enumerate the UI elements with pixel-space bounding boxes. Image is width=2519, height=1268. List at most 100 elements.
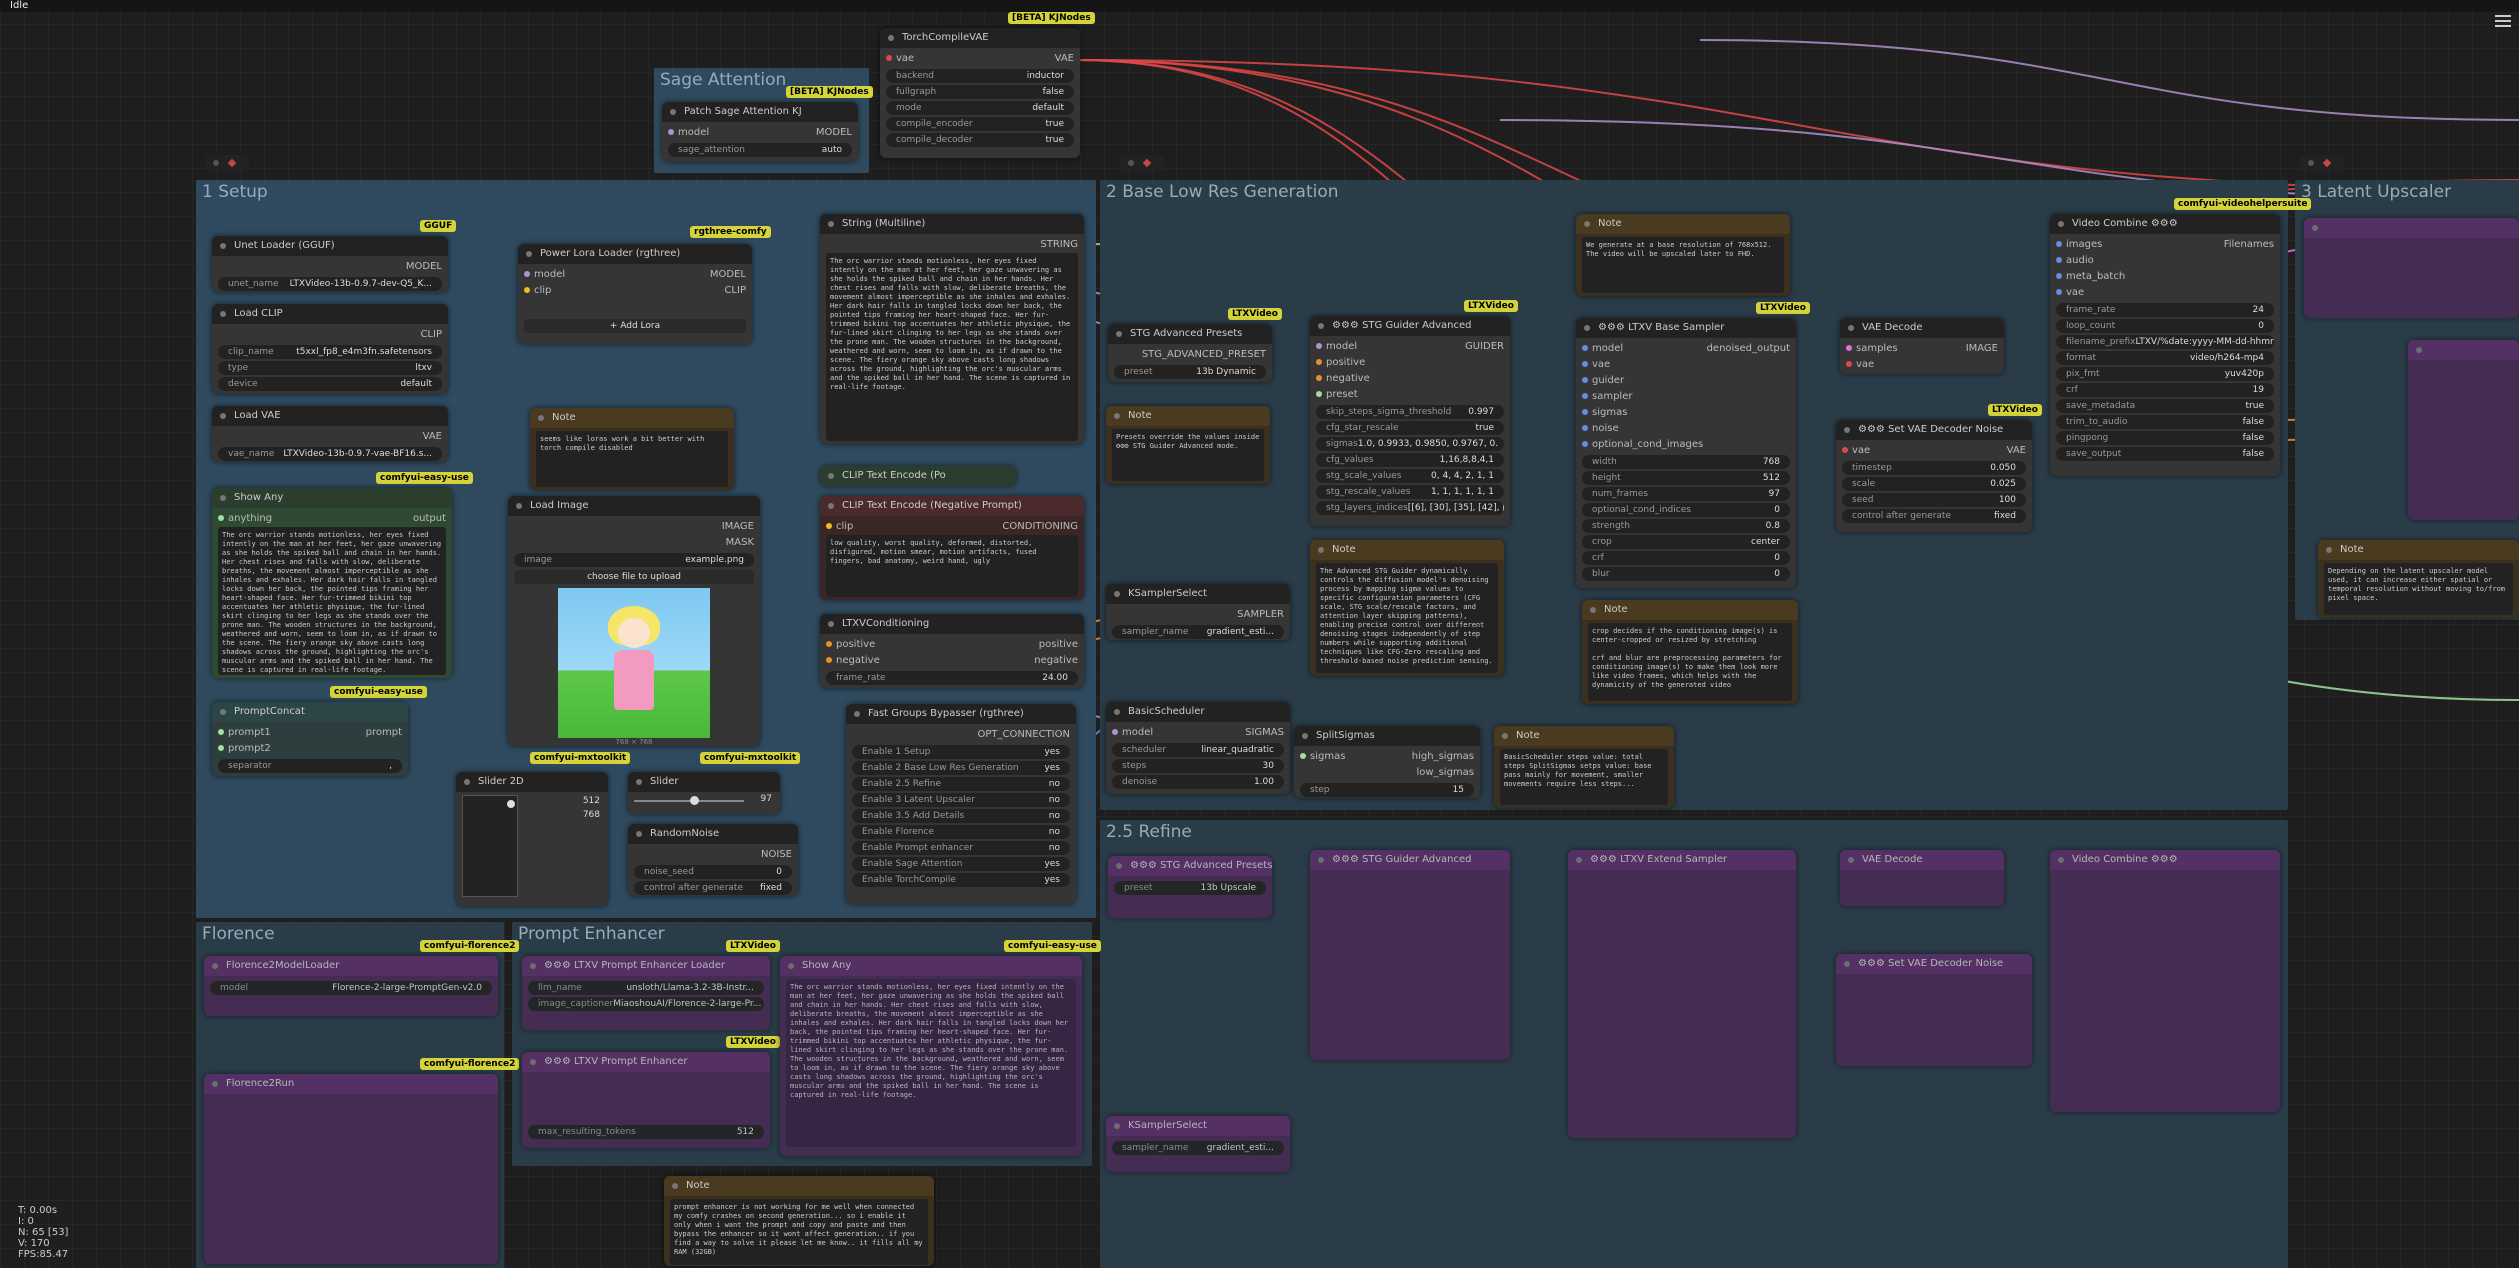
node-prompt-enhancer-loader[interactable]: ⚙⚙⚙ LTXV Prompt Enhancer Loader llm_name…	[522, 956, 770, 1030]
node-upscaler-block[interactable]	[2408, 340, 2519, 520]
node-note-enhancer[interactable]: Note prompt enhancer is not working for …	[664, 1176, 934, 1266]
node-refine-vae-decode[interactable]: VAE Decode	[1840, 850, 2004, 906]
output-model[interactable]: MODEL	[709, 269, 746, 280]
input-model[interactable]: model	[1316, 339, 1357, 355]
output-negative[interactable]: negative	[1034, 655, 1078, 666]
input-sigmas[interactable]: sigmas	[1582, 405, 1790, 421]
output-vae[interactable]: VAE	[422, 431, 442, 442]
output-opt-connection[interactable]: OPT_CONNECTION	[977, 729, 1070, 740]
group-lock-icon[interactable]	[205, 155, 249, 171]
node-prompt-enhancer[interactable]: ⚙⚙⚙ LTXV Prompt Enhancer max_resulting_t…	[522, 1052, 770, 1148]
node-florence-run[interactable]: Florence2Run	[204, 1074, 498, 1264]
negative-prompt-text[interactable]: low quality, worst quality, deformed, di…	[826, 535, 1078, 597]
input-clip[interactable]: clip	[826, 519, 853, 535]
input-optional-cond-images[interactable]: optional_cond_images	[1582, 437, 1790, 453]
output-output[interactable]: output	[413, 513, 446, 524]
input-vae[interactable]: vae	[2056, 285, 2274, 301]
output-string[interactable]: STRING	[1040, 239, 1078, 250]
input-sigmas[interactable]: sigmas	[1300, 749, 1345, 765]
add-lora-button[interactable]: + Add Lora	[524, 319, 746, 333]
node-refine-video-combine[interactable]: Video Combine ⚙⚙⚙	[2050, 850, 2280, 1112]
node-stg-advanced-presets[interactable]: STG Advanced Presets STG_ADVANCED_PRESET…	[1108, 324, 1272, 382]
group-lock-icon[interactable]	[2300, 155, 2344, 171]
node-note-resolution[interactable]: Note We generate at a base resolution of…	[1576, 214, 1790, 296]
input-preset[interactable]: preset	[1316, 387, 1504, 403]
output-guider[interactable]: GUIDER	[1465, 341, 1504, 352]
input-vae[interactable]: vae	[886, 51, 914, 67]
note-text[interactable]: prompt enhancer is not working for me we…	[670, 1199, 928, 1265]
input-positive[interactable]: positive	[1316, 355, 1504, 371]
input-prompt1[interactable]: prompt1	[218, 725, 271, 741]
node-note-stg[interactable]: Note The Advanced STG Guider dynamically…	[1310, 540, 1504, 676]
note-text[interactable]: seems like loras work a bit better with …	[536, 431, 728, 487]
output-stg-preset[interactable]: STG_ADVANCED_PRESET	[1141, 349, 1266, 360]
input-prompt2[interactable]: prompt2	[218, 741, 402, 757]
input-sampler[interactable]: sampler	[1582, 389, 1790, 405]
output-positive[interactable]: positive	[1038, 639, 1078, 650]
slider-track[interactable]	[634, 800, 744, 802]
input-negative[interactable]: negative	[826, 653, 880, 669]
slider-2d-handle[interactable]	[507, 800, 515, 808]
output-image[interactable]: IMAGE	[1965, 343, 1998, 354]
input-model[interactable]: model	[524, 267, 565, 283]
menu-icon[interactable]	[2495, 12, 2511, 27]
node-clip-text-encode-positive[interactable]: CLIP Text Encode (Po	[820, 466, 1016, 486]
input-guider[interactable]: guider	[1582, 373, 1790, 389]
output-sampler[interactable]: SAMPLER	[1237, 609, 1284, 620]
note-text[interactable]: The Advanced STG Guider dynamically cont…	[1316, 563, 1498, 673]
input-anything[interactable]: anything	[218, 511, 272, 527]
note-text[interactable]: Depending on the latent upscaler model u…	[2324, 563, 2513, 615]
node-refine-extend-sampler[interactable]: ⚙⚙⚙ LTXV Extend Sampler	[1568, 850, 1796, 1138]
node-refine-set-vae-noise[interactable]: ⚙⚙⚙ Set VAE Decoder Noise	[1836, 954, 2032, 1066]
input-audio[interactable]: audio	[2056, 253, 2274, 269]
node-note-lora[interactable]: Note seems like loras work a bit better …	[530, 408, 734, 490]
